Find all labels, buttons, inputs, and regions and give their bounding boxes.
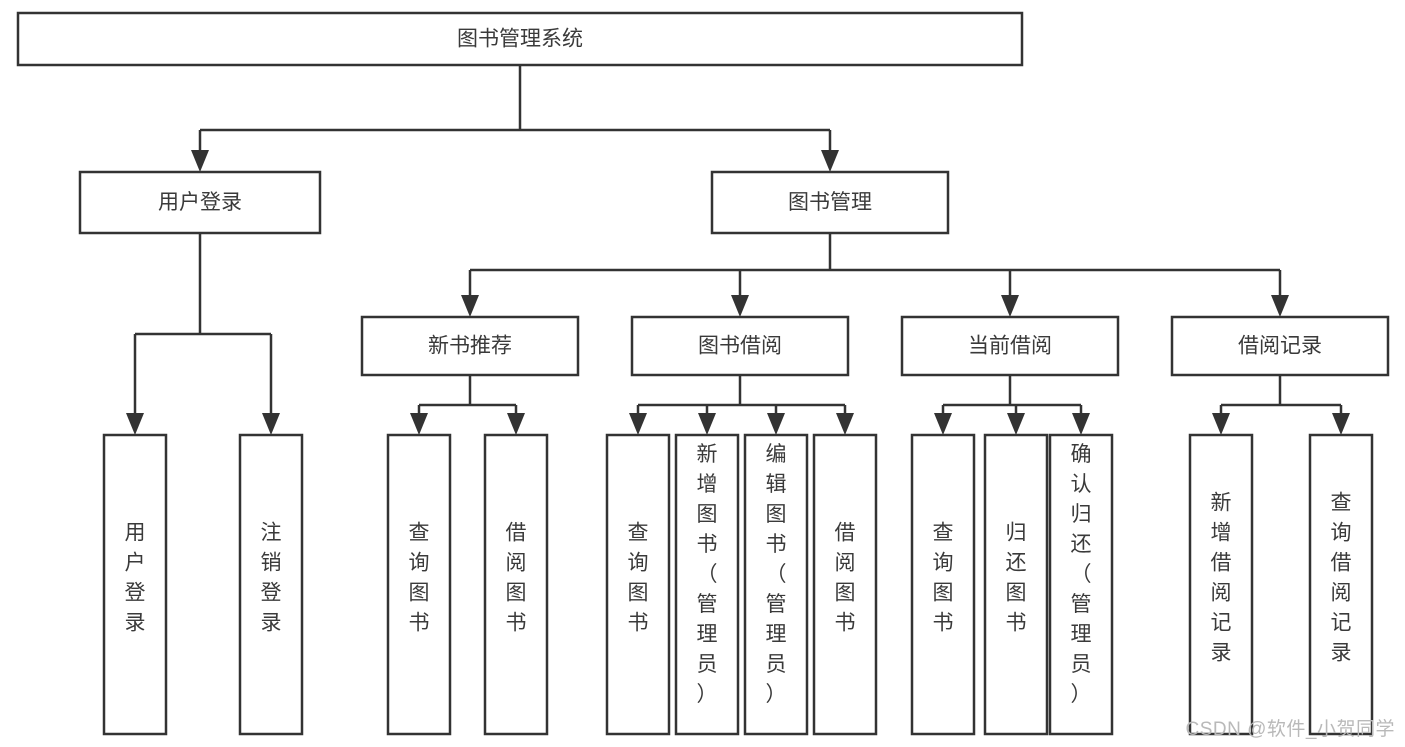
node-label-root: 图书管理系统 xyxy=(457,28,583,51)
node-box-leaf-user-logout[interactable] xyxy=(238,433,304,736)
node-label-leaf-add-book: 新增图书（管理员） xyxy=(697,443,718,706)
arrow-to-user-login xyxy=(191,150,209,172)
node-label-leaf-query-book-1: 查询图书 xyxy=(409,522,430,635)
node-label-leaf-query-record: 查询借阅记录 xyxy=(1331,492,1352,665)
arrow-to-leaf-user-logout xyxy=(262,413,280,435)
node-label-book-manage: 图书管理 xyxy=(788,191,872,214)
node-box-borrow-record[interactable] xyxy=(1170,315,1390,377)
node-label-leaf-edit-book: 编辑图书（管理员） xyxy=(766,443,787,706)
arrow-to-leaf-query-book-2 xyxy=(629,413,647,435)
arrow-to-leaf-confirm-return xyxy=(1072,413,1090,435)
arrow-to-leaf-edit-book xyxy=(767,413,785,435)
node-box-leaf-query-book-3[interactable] xyxy=(910,433,976,736)
node-label-book-borrow: 图书借阅 xyxy=(698,335,782,358)
node-box-leaf-query-book-1[interactable] xyxy=(386,433,452,736)
node-label-leaf-return-book: 归还图书 xyxy=(1006,522,1027,635)
node-label-borrow-record: 借阅记录 xyxy=(1238,335,1322,358)
node-label-leaf-borrow-book-1: 借阅图书 xyxy=(506,522,527,635)
node-label-leaf-add-record: 新增借阅记录 xyxy=(1211,492,1232,665)
node-label-new-book-recommend: 新书推荐 xyxy=(428,335,512,358)
arrow-to-leaf-return-book xyxy=(1007,413,1025,435)
node-label-leaf-user-login: 用户登录 xyxy=(125,522,146,635)
node-label-leaf-query-book-3: 查询图书 xyxy=(933,522,954,635)
arrow-to-current-borrow xyxy=(1001,295,1019,317)
connectors-layer xyxy=(126,65,1350,435)
arrow-to-leaf-query-book-3 xyxy=(934,413,952,435)
node-box-new-book-recommend[interactable] xyxy=(360,315,580,377)
node-label-user-login: 用户登录 xyxy=(158,191,242,214)
node-box-current-borrow[interactable] xyxy=(900,315,1120,377)
node-box-leaf-borrow-book-2[interactable] xyxy=(812,433,878,736)
node-box-leaf-confirm-return[interactable] xyxy=(1048,433,1114,736)
node-box-book-manage[interactable] xyxy=(710,170,950,235)
labels-layer: 图书管理系统用户登录图书管理新书推荐图书借阅当前借阅借阅记录用户登录注销登录查询… xyxy=(125,28,1352,706)
node-label-current-borrow: 当前借阅 xyxy=(968,335,1052,358)
arrow-to-leaf-add-record xyxy=(1212,413,1230,435)
boxes-layer xyxy=(16,11,1390,736)
arrow-to-leaf-add-book xyxy=(698,413,716,435)
arrow-to-leaf-borrow-book-1 xyxy=(507,413,525,435)
arrow-to-leaf-borrow-book-2 xyxy=(836,413,854,435)
node-box-leaf-user-login[interactable] xyxy=(102,433,168,736)
arrow-to-book-borrow xyxy=(731,295,749,317)
node-box-leaf-borrow-book-1[interactable] xyxy=(483,433,549,736)
node-box-user-login[interactable] xyxy=(78,170,322,235)
node-box-leaf-add-record[interactable] xyxy=(1188,433,1254,736)
node-label-leaf-user-logout: 注销登录 xyxy=(261,522,282,635)
node-label-leaf-confirm-return: 确认归还（管理员） xyxy=(1071,443,1092,706)
arrow-to-leaf-query-book-1 xyxy=(410,413,428,435)
arrow-to-leaf-user-login xyxy=(126,413,144,435)
node-box-leaf-edit-book[interactable] xyxy=(743,433,809,736)
node-box-root[interactable] xyxy=(16,11,1024,67)
arrow-to-book-manage xyxy=(821,150,839,172)
node-label-leaf-borrow-book-2: 借阅图书 xyxy=(835,522,856,635)
node-box-leaf-query-record[interactable] xyxy=(1308,433,1374,736)
node-box-book-borrow[interactable] xyxy=(630,315,850,377)
arrow-to-leaf-query-record xyxy=(1332,413,1350,435)
node-box-leaf-query-book-2[interactable] xyxy=(605,433,671,736)
node-label-leaf-query-book-2: 查询图书 xyxy=(628,522,649,635)
csdn-watermark: CSDN @软件_小贺同学 xyxy=(1185,719,1395,740)
arrow-to-borrow-record xyxy=(1271,295,1289,317)
node-box-leaf-return-book[interactable] xyxy=(983,433,1049,736)
node-box-leaf-add-book[interactable] xyxy=(674,433,740,736)
arrow-to-new-book-recommend xyxy=(461,295,479,317)
